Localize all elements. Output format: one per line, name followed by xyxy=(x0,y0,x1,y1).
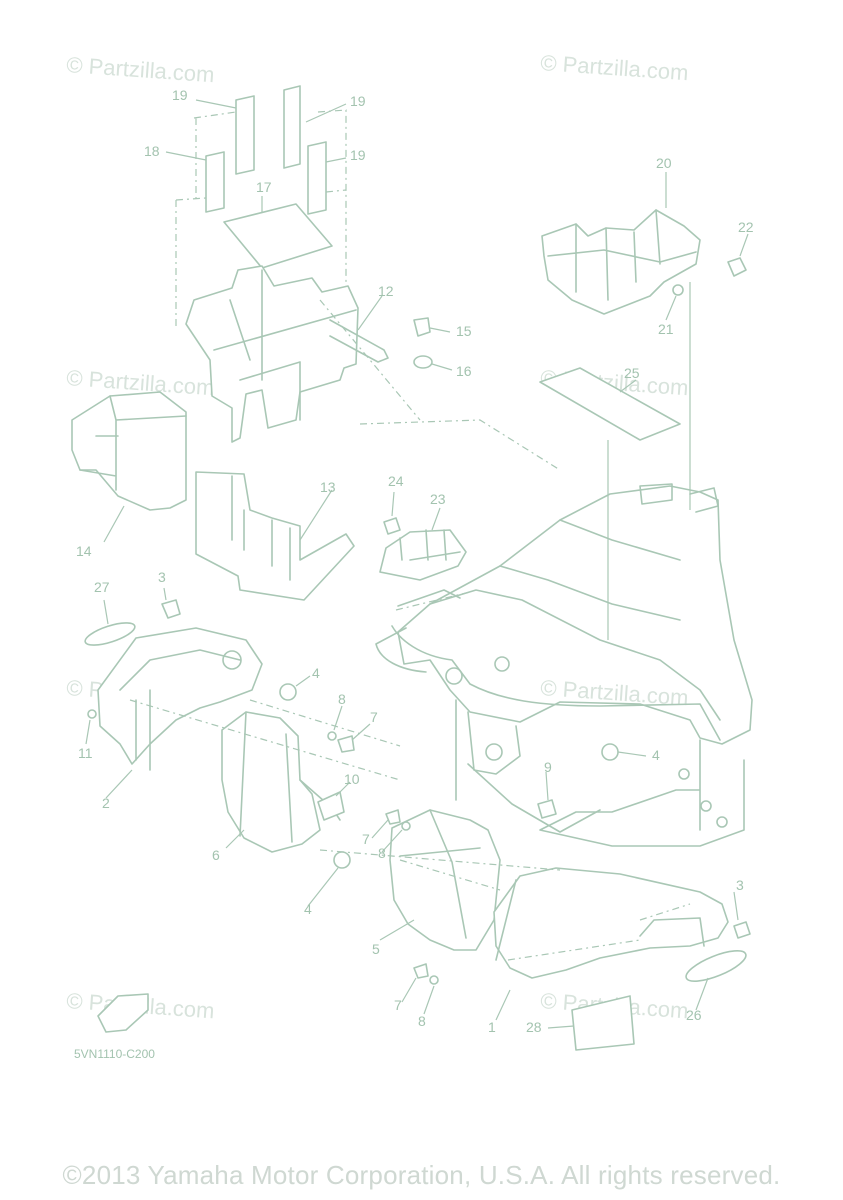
label-22: 22 xyxy=(738,219,754,235)
label-7: 7 xyxy=(370,709,378,725)
label-9: 9 xyxy=(544,759,552,775)
label-16: 16 xyxy=(456,363,472,379)
label-19: 19 xyxy=(350,147,366,163)
label-17: 17 xyxy=(256,179,272,195)
battery-box-assembly xyxy=(71,85,433,601)
diagram-code: 5VN1110-C200 xyxy=(74,1047,155,1061)
label-8: 8 xyxy=(338,691,346,707)
part-8-washer xyxy=(401,821,411,831)
label-19: 19 xyxy=(172,87,188,103)
part-19-strip xyxy=(235,95,255,175)
label-1: 1 xyxy=(488,1019,496,1035)
label-27: 27 xyxy=(94,579,110,595)
part-4-damper xyxy=(333,851,351,869)
label-10: 10 xyxy=(344,771,360,787)
label-18: 18 xyxy=(144,143,160,159)
label-6: 6 xyxy=(212,847,220,863)
part-7-bolt xyxy=(413,963,429,979)
part-8-washer xyxy=(327,731,337,741)
label-24: 24 xyxy=(388,473,404,489)
label-13: 13 xyxy=(320,479,336,495)
part-23-holder xyxy=(379,529,467,581)
part-25-pad xyxy=(539,367,681,441)
label-19: 19 xyxy=(350,93,366,109)
part-19-strip xyxy=(307,141,327,215)
part-8-washer xyxy=(429,975,439,985)
label-3: 3 xyxy=(158,569,166,585)
label-7: 7 xyxy=(394,997,402,1013)
part-26-emblem xyxy=(685,950,747,982)
part-9-bolt xyxy=(537,799,557,819)
muffler-assembly xyxy=(84,599,751,1051)
front-arrow-icon xyxy=(97,993,149,1033)
frame-group xyxy=(319,299,753,847)
part-4-damper xyxy=(279,683,297,701)
part-7-bolt xyxy=(385,809,401,825)
label-8: 8 xyxy=(418,1013,426,1029)
label-4: 4 xyxy=(304,901,312,917)
part-11-nut xyxy=(87,709,97,719)
part-3-bolt xyxy=(161,599,181,619)
part-4-damper xyxy=(601,743,619,761)
part-6-muffler-body xyxy=(221,711,321,853)
watermark: © Partzilla.com xyxy=(66,52,216,87)
label-3: 3 xyxy=(736,877,744,893)
leader-lines xyxy=(85,99,749,1029)
part-20-bracket xyxy=(541,209,701,315)
label-5: 5 xyxy=(372,941,380,957)
part-labels: 19 19 19 18 17 12 15 16 20 22 21 25 13 1… xyxy=(74,87,754,1061)
label-25: 25 xyxy=(624,365,640,381)
label-4: 4 xyxy=(652,747,660,763)
part-24-bolt xyxy=(383,517,401,535)
part-7-bolt xyxy=(337,735,355,753)
part-3-bolt xyxy=(733,921,751,939)
label-28: 28 xyxy=(526,1019,542,1035)
label-14: 14 xyxy=(76,543,92,559)
label-8: 8 xyxy=(378,845,386,861)
part-1-silencer-end xyxy=(493,867,729,979)
part-14-cover xyxy=(71,391,187,511)
part-21-grommet xyxy=(672,284,684,296)
copyright-notice: ©2013 Yamaha Motor Corporation, U.S.A. A… xyxy=(62,1160,781,1190)
label-7: 7 xyxy=(362,831,370,847)
label-26: 26 xyxy=(686,1007,702,1023)
part-18-strip xyxy=(205,151,225,213)
part-22-bolt xyxy=(727,257,747,277)
watermark: © Partzilla.com xyxy=(540,50,690,85)
part-17-plate xyxy=(223,203,333,269)
part-12-battery-box xyxy=(185,265,359,443)
part-27-gasket xyxy=(84,622,136,646)
ecu-bracket-group xyxy=(539,209,747,640)
label-15: 15 xyxy=(456,323,472,339)
part-16-washer xyxy=(413,355,433,369)
part-28-label xyxy=(571,995,635,1051)
label-11: 11 xyxy=(78,745,93,761)
part-19-strip xyxy=(283,85,301,169)
label-12: 12 xyxy=(378,283,394,299)
part-2-cover xyxy=(97,627,263,765)
part-10-clamp xyxy=(317,791,345,821)
label-20: 20 xyxy=(656,155,672,171)
label-4: 4 xyxy=(312,665,320,681)
part-13-bracket xyxy=(195,471,355,601)
label-21: 21 xyxy=(658,321,674,337)
part-15-bolt xyxy=(413,317,431,337)
part-5-cover xyxy=(389,809,501,951)
label-23: 23 xyxy=(430,491,446,507)
label-2: 2 xyxy=(102,795,110,811)
